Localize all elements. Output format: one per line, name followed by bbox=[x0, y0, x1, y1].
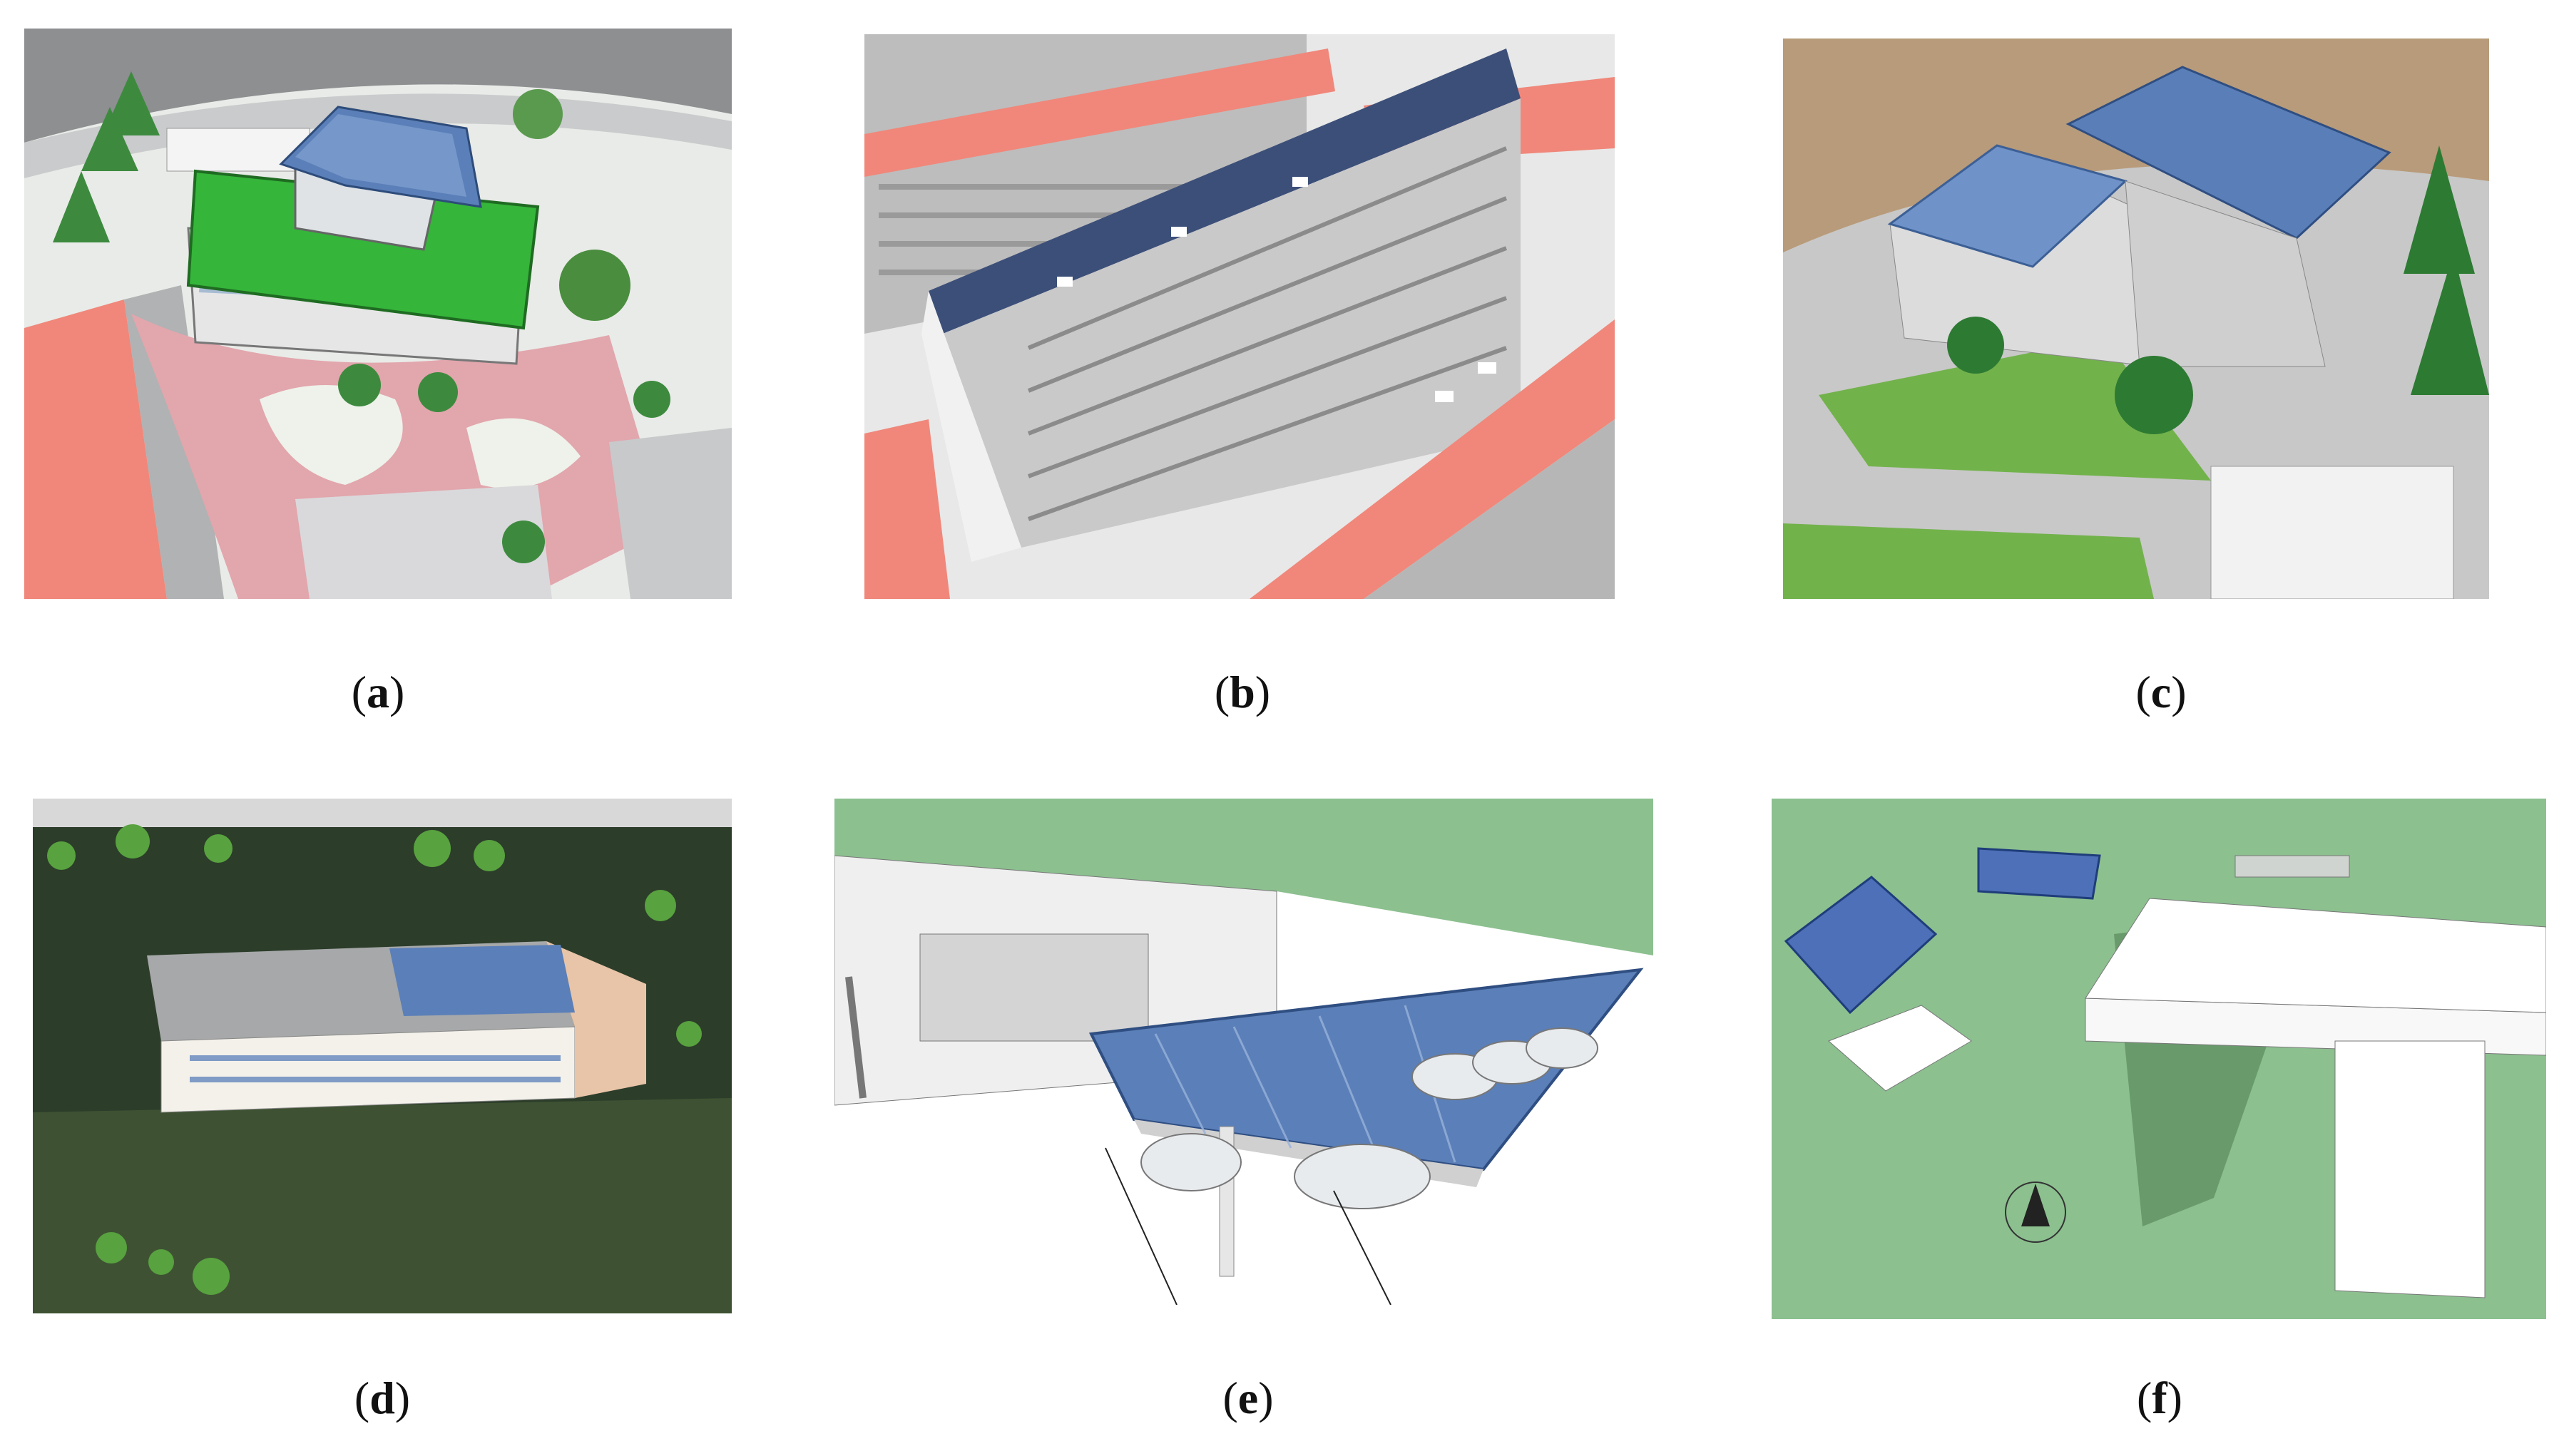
caption-e: (e) bbox=[1222, 1373, 1274, 1423]
panel-c-image bbox=[1783, 39, 2489, 599]
panel-f-image bbox=[1772, 799, 2546, 1319]
caption-a-letter: a bbox=[367, 667, 389, 717]
caption-b-letter: b bbox=[1230, 667, 1255, 717]
caption-b: (b) bbox=[1214, 667, 1271, 717]
caption-a: (a) bbox=[351, 667, 405, 717]
caption-e-letter: e bbox=[1237, 1373, 1259, 1423]
caption-c: (c) bbox=[2135, 667, 2187, 717]
caption-c-letter: c bbox=[2150, 667, 2172, 717]
panel-d-image bbox=[33, 799, 732, 1313]
caption-f: (f) bbox=[2137, 1373, 2182, 1423]
caption-d: (d) bbox=[354, 1373, 411, 1423]
panel-b-image bbox=[864, 34, 1615, 599]
panel-a-image bbox=[24, 29, 732, 599]
caption-d-letter: d bbox=[369, 1373, 395, 1423]
panel-e-image bbox=[834, 799, 1653, 1305]
caption-f-letter: f bbox=[2152, 1373, 2167, 1423]
